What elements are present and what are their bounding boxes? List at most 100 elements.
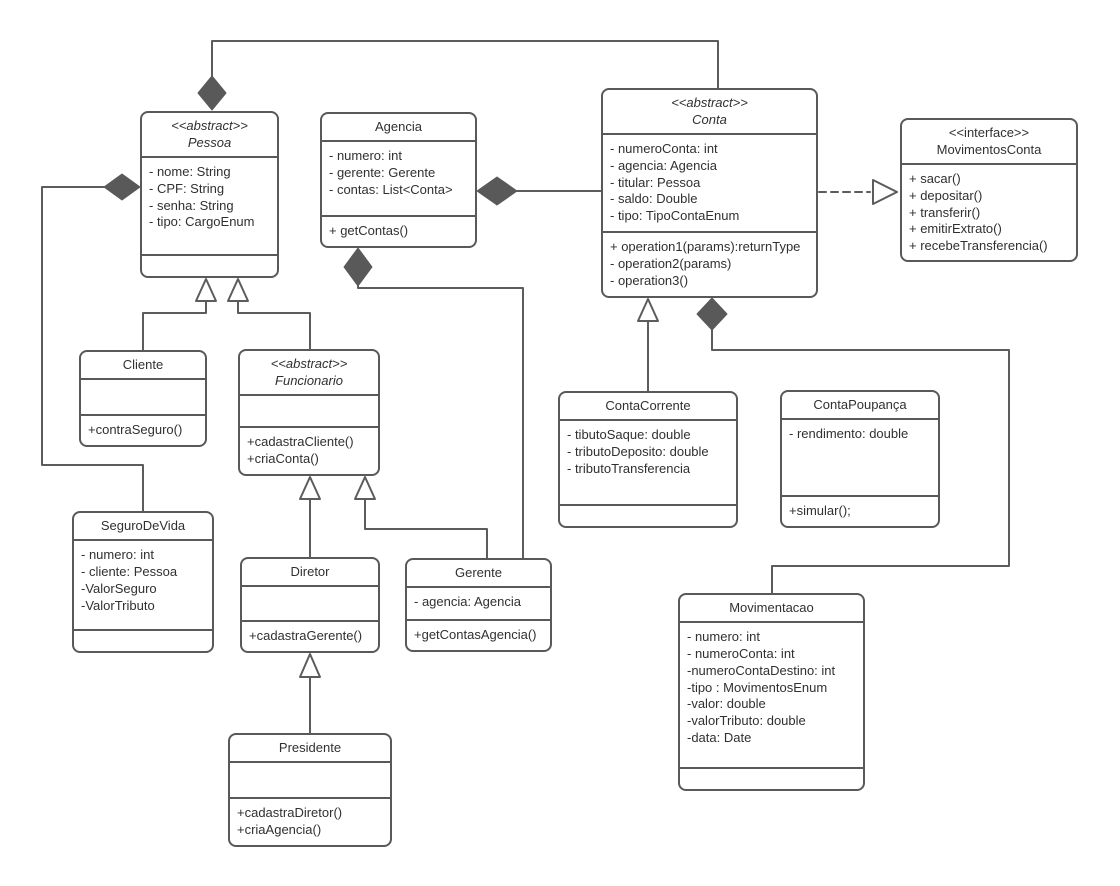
composition-diamond-conta-bottom-icon bbox=[696, 297, 728, 331]
methods-section bbox=[680, 769, 863, 789]
methods-section: +contraSeguro() bbox=[81, 416, 205, 445]
class-title: Cliente bbox=[81, 352, 205, 380]
member-line: - titular: Pessoa bbox=[610, 174, 701, 190]
class-title: Movimentacao bbox=[680, 595, 863, 623]
class-box-agencia[interactable]: Agencia - numero: int- gerente: Gerente-… bbox=[320, 112, 477, 248]
class-box-pessoa[interactable]: <<abstract>> Pessoa - nome: String- CPF:… bbox=[140, 111, 279, 278]
class-name: Gerente bbox=[455, 565, 502, 580]
member-line: - numeroConta: int bbox=[610, 140, 718, 156]
class-title: ContaPoupança bbox=[782, 392, 938, 420]
member-line: - contas: List<Conta> bbox=[329, 181, 453, 197]
member-line: - tipo: TipoContaEnum bbox=[610, 208, 740, 224]
member-line: - operation2(params) bbox=[610, 256, 732, 272]
generalization-arrow-gerente-icon bbox=[354, 476, 376, 500]
member-line: - saldo: Double bbox=[610, 191, 698, 207]
class-title: <<abstract>> Conta bbox=[603, 90, 816, 135]
class-box-segurodevida[interactable]: SeguroDeVida - numero: int- cliente: Pes… bbox=[72, 511, 214, 653]
generalization-arrow-cliente-icon bbox=[195, 278, 217, 302]
member-line: + transferir() bbox=[909, 204, 981, 220]
methods-section: +cadastraGerente() bbox=[242, 622, 378, 651]
member-line: +simular(); bbox=[789, 503, 851, 519]
member-line: +contraSeguro() bbox=[88, 422, 183, 438]
class-box-conta[interactable]: <<abstract>> Conta - numeroConta: int- a… bbox=[601, 88, 818, 298]
methods-section: +simular(); bbox=[782, 497, 938, 526]
member-line: -tipo : MovimentosEnum bbox=[687, 679, 828, 695]
member-line: -valor: double bbox=[687, 696, 766, 712]
class-stereotype: <<abstract>> bbox=[270, 356, 348, 371]
member-line: -data: Date bbox=[687, 730, 752, 746]
class-name: Diretor bbox=[290, 564, 330, 579]
member-line: - operation3() bbox=[610, 273, 689, 289]
member-line: +criaConta() bbox=[247, 451, 319, 467]
class-box-movimentacao[interactable]: Movimentacao - numero: int- numeroConta:… bbox=[678, 593, 865, 791]
generalization-line-gerente-funcionario bbox=[364, 499, 488, 559]
composition-diamond-agencia-bottom-icon bbox=[343, 247, 373, 287]
member-line: - numeroConta: int bbox=[687, 645, 795, 661]
class-stereotype: <<abstract>> bbox=[171, 118, 248, 133]
class-box-contapoupanca[interactable]: ContaPoupança - rendimento: double +simu… bbox=[780, 390, 940, 528]
composition-diamond-agencia-right-icon bbox=[476, 176, 518, 206]
class-box-gerente[interactable]: Gerente - agencia: Agencia +getContasAge… bbox=[405, 558, 552, 652]
class-box-movimentosconta[interactable]: <<interface>> MovimentosConta + sacar()+… bbox=[900, 118, 1078, 262]
class-title: Gerente bbox=[407, 560, 550, 588]
class-title: SeguroDeVida bbox=[74, 513, 212, 541]
member-line: -ValorTributo bbox=[81, 597, 155, 613]
class-box-funcionario[interactable]: <<abstract>> Funcionario +cadastraClient… bbox=[238, 349, 380, 476]
class-title: <<interface>> MovimentosConta bbox=[902, 120, 1076, 165]
attributes-section bbox=[242, 587, 378, 623]
attributes-section: - rendimento: double bbox=[782, 420, 938, 498]
member-line: - CPF: String bbox=[149, 180, 225, 196]
class-title: Diretor bbox=[242, 559, 378, 587]
class-name: Agencia bbox=[375, 119, 422, 134]
attributes-section: - nome: String- CPF: String- senha: Stri… bbox=[142, 158, 277, 256]
class-title: <<abstract>> Funcionario bbox=[240, 351, 378, 396]
generalization-arrow-presidente-icon bbox=[299, 653, 321, 678]
composition-diamond-pessoa-icon bbox=[197, 75, 227, 111]
composition-line-agencia-gerente bbox=[357, 283, 524, 559]
class-name: Movimentacao bbox=[729, 600, 814, 615]
class-name: SeguroDeVida bbox=[100, 518, 186, 533]
member-line: + emitirExtrato() bbox=[909, 221, 1002, 237]
generalization-arrow-diretor-icon bbox=[299, 476, 321, 500]
member-line: + sacar() bbox=[909, 170, 961, 186]
generalization-arrow-funcionario-icon bbox=[227, 278, 249, 302]
composition-line-segurodevida-pessoa bbox=[41, 186, 144, 512]
class-box-contacorrente[interactable]: ContaCorrente - tibutoSaque: double- tri… bbox=[558, 391, 738, 528]
member-line: + depositar() bbox=[909, 187, 983, 203]
class-box-presidente[interactable]: Presidente +cadastraDiretor()+criaAgenci… bbox=[228, 733, 392, 847]
member-line: +cadastraCliente() bbox=[247, 434, 354, 450]
realization-arrow-movimentosconta-icon bbox=[872, 179, 898, 205]
attributes-section: - numero: int- cliente: Pessoa-ValorSegu… bbox=[74, 541, 212, 631]
member-line: + operation1(params):returnType bbox=[610, 239, 801, 255]
composition-diamond-pessoa-left-icon bbox=[103, 173, 141, 201]
attributes-section: - tibutoSaque: double- tributoDeposito: … bbox=[560, 421, 736, 506]
class-name: Presidente bbox=[278, 740, 342, 755]
class-name: ContaPoupança bbox=[813, 397, 907, 412]
member-line: +cadastraGerente() bbox=[249, 628, 363, 644]
member-line: - numero: int bbox=[81, 546, 154, 562]
class-name: Pessoa bbox=[187, 134, 232, 150]
attributes-section bbox=[230, 763, 390, 800]
member-line: + getContas() bbox=[329, 223, 409, 239]
methods-section: +getContasAgencia() bbox=[407, 621, 550, 650]
member-line: +cadastraDiretor() bbox=[237, 805, 343, 821]
member-line: - tipo: CargoEnum bbox=[149, 214, 255, 230]
member-line: +getContasAgencia() bbox=[414, 627, 537, 643]
member-line: - agencia: Agencia bbox=[414, 593, 521, 609]
methods-section bbox=[142, 256, 277, 276]
member-line: -numeroContaDestino: int bbox=[687, 662, 836, 678]
class-box-cliente[interactable]: Cliente +contraSeguro() bbox=[79, 350, 207, 447]
class-box-diretor[interactable]: Diretor +cadastraGerente() bbox=[240, 557, 380, 653]
attributes-section bbox=[240, 396, 378, 429]
attributes-section bbox=[81, 380, 205, 417]
class-stereotype: <<abstract>> bbox=[671, 95, 748, 110]
class-title: Agencia bbox=[322, 114, 475, 142]
member-line: - cliente: Pessoa bbox=[81, 563, 178, 579]
methods-section: +cadastraDiretor()+criaAgencia() bbox=[230, 799, 390, 845]
methods-section: + operation1(params):returnType- operati… bbox=[603, 233, 816, 296]
composition-line-conta-movimentacao bbox=[711, 329, 1010, 594]
attributes-section: - numeroConta: int- agencia: Agencia- ti… bbox=[603, 135, 816, 234]
methods-section: + sacar()+ depositar()+ transferir()+ em… bbox=[902, 165, 1076, 260]
class-name: Conta bbox=[692, 111, 727, 127]
